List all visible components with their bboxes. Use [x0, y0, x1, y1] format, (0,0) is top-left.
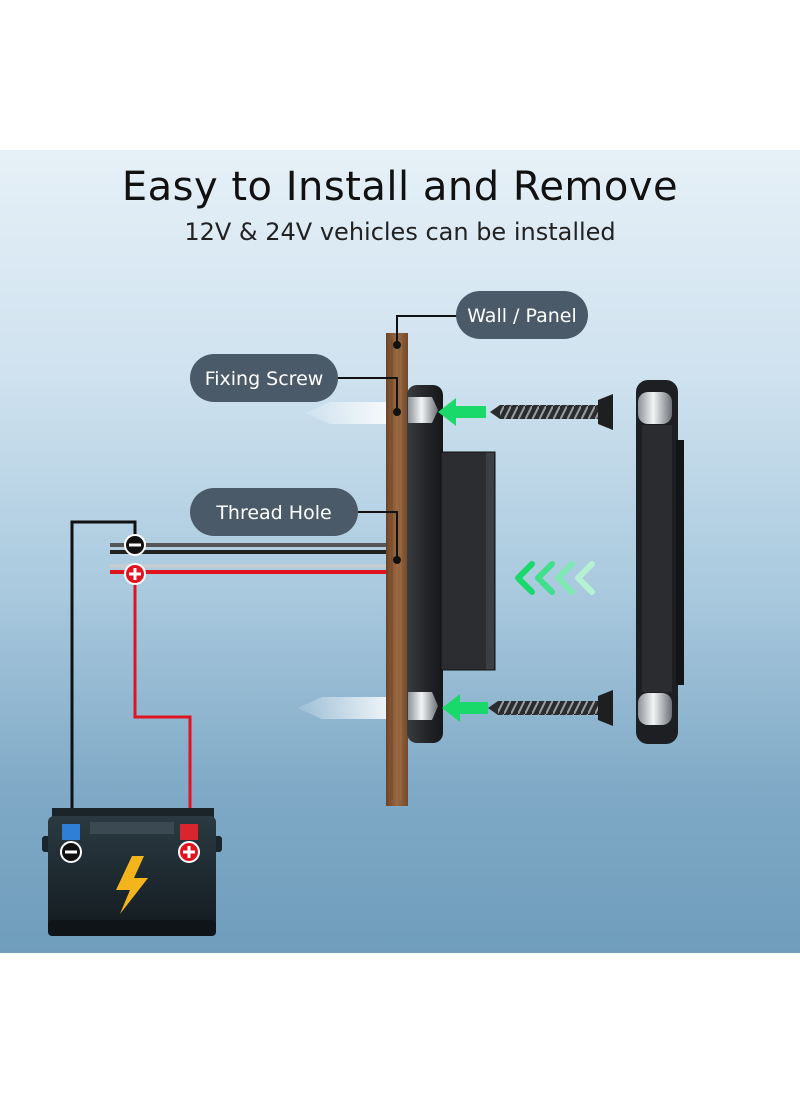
loose-screw-bottom	[488, 690, 613, 726]
wall-panel-leader	[396, 315, 458, 345]
page-subtitle: 12V & 24V vehicles can be installed	[184, 218, 616, 246]
screw-head-top	[408, 397, 438, 423]
label-wall-panel: Wall / Panel	[456, 291, 588, 339]
label-thread-hole: Thread Hole	[190, 488, 358, 536]
positive-lead-wire	[133, 572, 192, 828]
green-arrow-icon-bottom	[442, 694, 488, 722]
ghost-screw-top	[305, 402, 388, 424]
page-title: Easy to Install and Remove	[121, 164, 679, 210]
chevron-left-arrows-icon	[515, 561, 595, 595]
thread-hole-leader	[358, 511, 398, 560]
label-thread-hole-text: Thread Hole	[215, 502, 331, 524]
label-fixing-screw-text: Fixing Screw	[205, 368, 324, 390]
label-fixing-screw: Fixing Screw	[190, 354, 338, 402]
label-wall-panel-text: Wall / Panel	[467, 305, 577, 327]
green-arrow-icon	[438, 398, 486, 426]
ghost-screw-bottom	[297, 697, 388, 719]
battery-minus-icon	[60, 841, 82, 863]
battery	[42, 808, 222, 936]
screw-head-bottom	[408, 692, 438, 720]
device-body	[407, 385, 496, 743]
plus-terminal-icon	[124, 563, 146, 585]
loose-screw-top	[490, 394, 613, 430]
lightning-bolt-icon	[116, 856, 148, 914]
minus-terminal-icon	[124, 534, 146, 556]
cover-plate	[636, 380, 684, 744]
negative-lead-wire	[70, 520, 137, 828]
fixing-screw-leader	[338, 377, 398, 412]
battery-plus-icon	[178, 841, 200, 863]
wire-pair	[110, 543, 390, 574]
